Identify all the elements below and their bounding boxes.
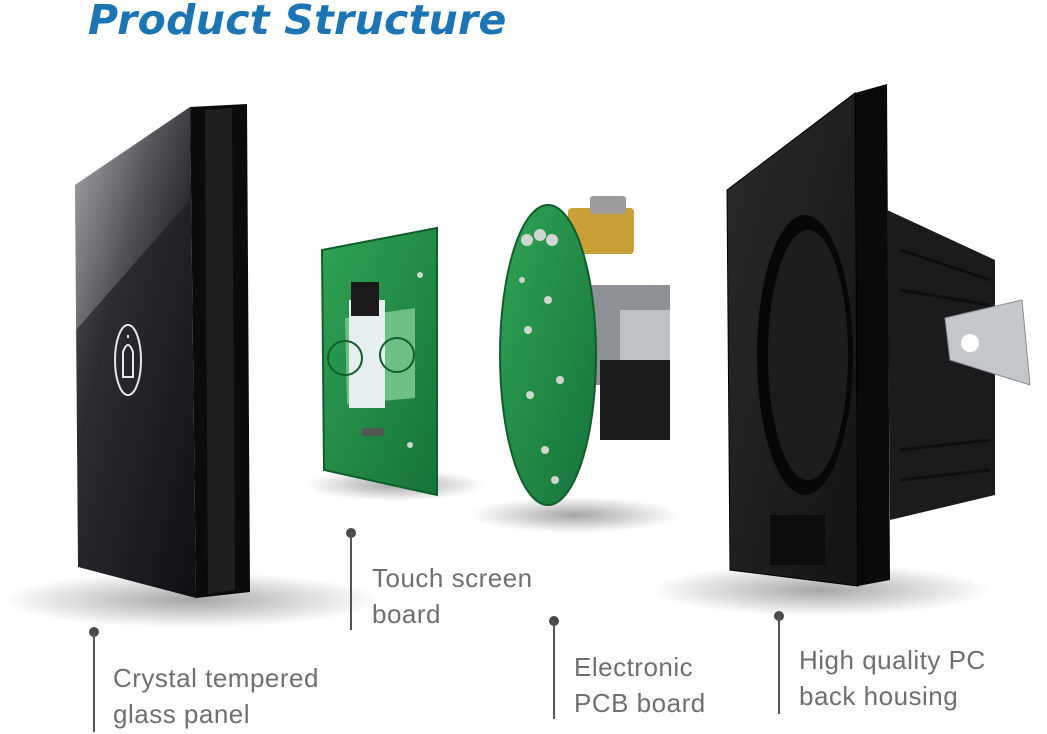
label-line: board — [372, 599, 441, 629]
label-line: Electronic — [574, 652, 694, 682]
bell-icon — [114, 324, 142, 396]
label-line: glass panel — [113, 699, 251, 729]
back-housing-part — [726, 84, 1031, 587]
pointer-line — [553, 621, 555, 719]
label-line: Touch screen — [372, 563, 533, 593]
pointer-line — [778, 616, 780, 714]
label-line: High quality PC — [799, 645, 986, 675]
touch-board-label: Touch screen board — [372, 560, 533, 632]
label-line: back housing — [799, 681, 959, 711]
pointer-line — [350, 533, 352, 630]
pointer-line — [93, 632, 95, 732]
glass-panel-part — [75, 104, 250, 598]
back-housing-label: High quality PC back housing — [799, 642, 986, 714]
pcb-board-label: Electronic PCB board — [574, 649, 706, 721]
electronic-pcb-part — [499, 196, 670, 506]
touch-screen-board-part — [320, 226, 438, 497]
label-line: PCB board — [574, 688, 706, 718]
page-title: Product Structure — [88, 0, 507, 44]
label-line: Crystal tempered — [113, 663, 319, 693]
glass-panel-label: Crystal tempered glass panel — [113, 660, 319, 732]
